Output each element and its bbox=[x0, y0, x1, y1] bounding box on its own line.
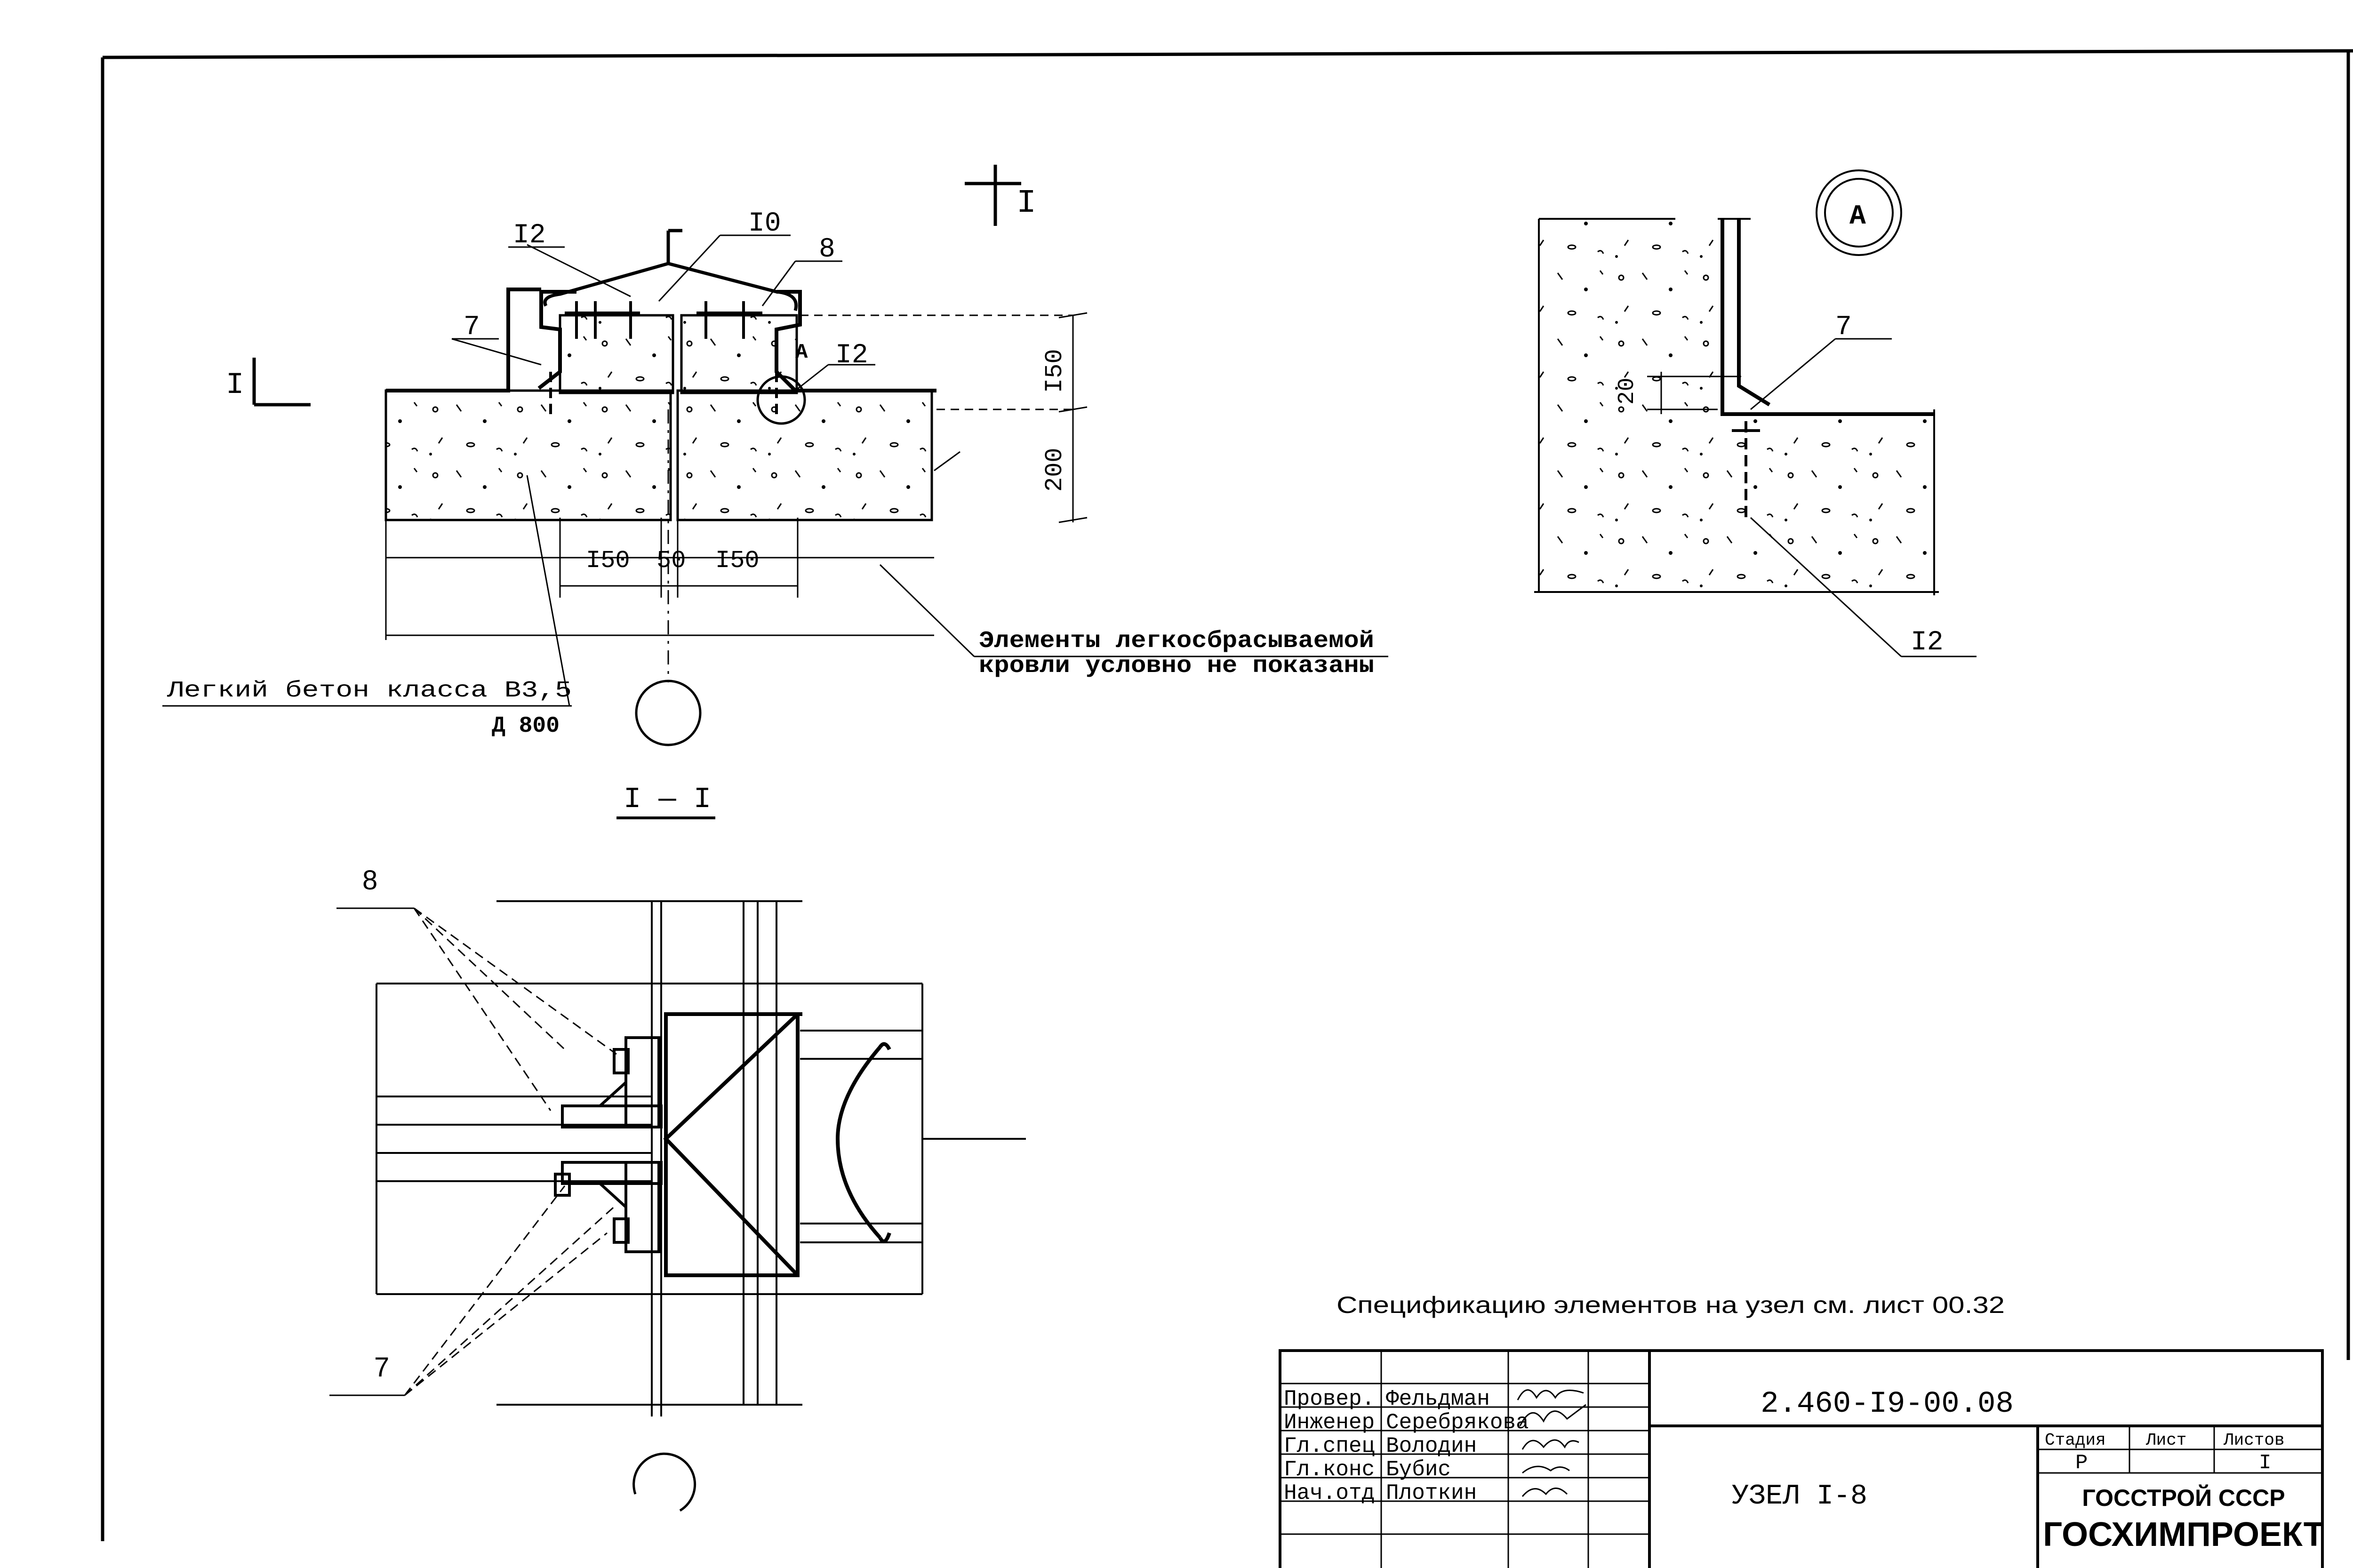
person-role-3: Гл.конс bbox=[1284, 1457, 1375, 1482]
person-role-0: Провер. bbox=[1284, 1387, 1375, 1411]
spec-note: Спецификацию элементов на узел см. лист … bbox=[1337, 1292, 2005, 1318]
concrete-note-line2: Д 800 bbox=[492, 713, 560, 739]
axis-marker bbox=[635, 680, 702, 746]
signatures bbox=[1517, 1389, 1586, 1497]
callout-a: А bbox=[795, 341, 808, 364]
detail-a: А 7 I2 20 bbox=[1534, 169, 1977, 658]
plan-angle-brackets bbox=[554, 1036, 663, 1253]
title-block: Провер. Фельдман Инженер Серебрякова Гл.… bbox=[1279, 1349, 2324, 1568]
callout-10: I0 bbox=[748, 208, 781, 239]
right-concrete-slab bbox=[676, 389, 933, 521]
ridge-cap bbox=[543, 229, 798, 311]
callout-8: 8 bbox=[819, 234, 835, 265]
detail-a-slab bbox=[1720, 414, 1934, 595]
callout-12-left: I2 bbox=[513, 220, 546, 251]
stage-header: Стадия bbox=[2045, 1431, 2106, 1450]
person-name-4: Плоткин bbox=[1386, 1481, 1477, 1505]
person-role-2: Гл.спец bbox=[1284, 1434, 1375, 1458]
org-line-2: ГОСХИМПРОЕКТ bbox=[2043, 1516, 2324, 1553]
roof-note-line1: Элементы легкосбрасываемой bbox=[979, 628, 1374, 655]
sheet-frame bbox=[101, 49, 2353, 1541]
sheets-value: I bbox=[2259, 1451, 2271, 1475]
left-concrete-slab bbox=[384, 389, 672, 521]
node-title: УЗЕЛ I-8 bbox=[1732, 1480, 1867, 1512]
person-name-0: Фельдман bbox=[1386, 1387, 1490, 1411]
person-name-2: Володин bbox=[1386, 1434, 1477, 1458]
plan-view-title: I — I bbox=[624, 783, 711, 816]
detail-a-callout-7: 7 bbox=[1835, 312, 1852, 343]
detail-a-flashing bbox=[1721, 219, 1934, 416]
callout-7-left: 7 bbox=[464, 312, 480, 343]
section-mark-top: I bbox=[1016, 185, 1036, 222]
dim-200-vertical: 200 bbox=[1041, 448, 1069, 492]
sheet-header: Лист bbox=[2145, 1431, 2186, 1450]
section-view: I I bbox=[162, 165, 1388, 746]
bolts bbox=[549, 301, 778, 414]
dim-150-vertical: I50 bbox=[1041, 349, 1069, 393]
section-mark-left: I bbox=[226, 368, 244, 402]
person-role-1: Инженер bbox=[1284, 1410, 1375, 1435]
plan-callout-8: 8 bbox=[362, 865, 377, 896]
dim-150-right: I50 bbox=[715, 547, 760, 575]
detail-a-marker bbox=[756, 375, 806, 425]
detail-a-circle-outer bbox=[1816, 169, 1902, 256]
section-cut-marks bbox=[252, 165, 1021, 407]
concrete-note-line1: Легкий бетон класса В3,5 bbox=[167, 678, 572, 704]
detail-a-dim-20: 20 bbox=[1615, 377, 1640, 405]
detail-a-circle-inner bbox=[1824, 178, 1894, 248]
dim-50: 50 bbox=[656, 547, 686, 575]
callout-12-right: I2 bbox=[835, 340, 868, 371]
detail-a-callout-12: I2 bbox=[1911, 627, 1944, 658]
person-role-4: Нач.отд bbox=[1284, 1481, 1375, 1505]
person-name-3: Бубис bbox=[1386, 1457, 1451, 1482]
plan-view: I — I bbox=[329, 783, 1026, 1512]
stage-value: Р bbox=[2075, 1451, 2088, 1475]
plan-axis-marker bbox=[632, 1452, 696, 1512]
org-line-1: ГОССТРОЙ СССР bbox=[2082, 1484, 2285, 1511]
plan-ridge-cap bbox=[663, 1012, 891, 1277]
doc-code: 2.460-I9-00.08 bbox=[1761, 1387, 2014, 1421]
person-name-1: Серебрякова bbox=[1386, 1410, 1529, 1435]
detail-a-label: А bbox=[1849, 201, 1866, 232]
plan-callout-7: 7 bbox=[374, 1352, 389, 1383]
detail-a-wall bbox=[1539, 219, 1720, 595]
roof-note-line2: кровли условно не показаны bbox=[979, 653, 1374, 680]
dim-150-left: I50 bbox=[586, 547, 630, 575]
sheets-header: Листов bbox=[2223, 1431, 2285, 1450]
